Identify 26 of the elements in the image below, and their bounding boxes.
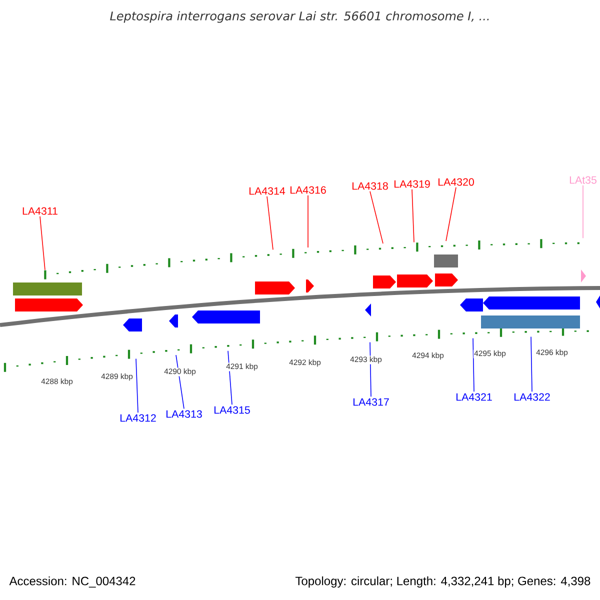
- leader-line: [370, 190, 384, 244]
- gene-label: LA4322: [514, 393, 550, 401]
- gene-label: LAt35: [570, 176, 596, 184]
- leader-line: [472, 338, 474, 392]
- gene-label: LA4311: [22, 207, 58, 215]
- gene-label: LA4318: [352, 182, 388, 190]
- gene-label: LA4312: [120, 414, 156, 422]
- gene-label: LA4315: [214, 406, 250, 414]
- leader-line: [446, 186, 456, 242]
- leader-line: [530, 336, 532, 392]
- gene-label: LA4313: [166, 410, 202, 418]
- leader-line: [266, 196, 274, 250]
- accession-text: Accession: NC_004342: [9, 576, 136, 588]
- leader-line: [136, 358, 138, 414]
- gene-label: LA4320: [438, 178, 474, 186]
- gene-label: LA4319: [394, 180, 430, 188]
- gene-label: LA4317: [354, 398, 389, 406]
- tick-track: [44, 239, 580, 280]
- leader-line: [582, 184, 584, 238]
- gene-label: LA4321: [456, 393, 492, 401]
- leader-line: [412, 188, 414, 243]
- gene-label: LA4314: [250, 187, 286, 195]
- leader-line: [40, 216, 46, 270]
- title: Leptospira interrogans serovar Lai str. 56601 chromosome I, ...: [110, 11, 489, 23]
- summary-text: Topology: circular; Length: 4,332,241 bp; Genes: 4,398: [295, 576, 590, 588]
- gene-label: LA4316: [290, 186, 326, 194]
